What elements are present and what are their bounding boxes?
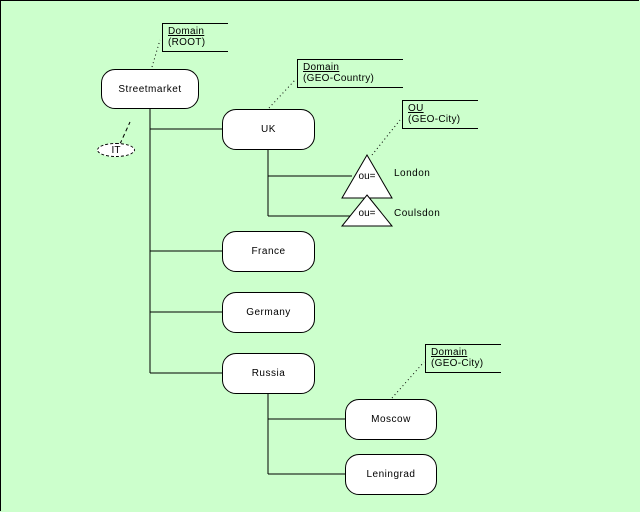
node-russia[interactable]: Russia (222, 353, 315, 394)
it-ellipse[interactable]: IT (97, 143, 135, 157)
label-london[interactable]: London (394, 168, 431, 179)
node-uk[interactable]: UK (222, 109, 315, 150)
russia-domain-note: Domain (GEO-City) (425, 344, 501, 373)
node-france[interactable]: France (222, 231, 315, 272)
node-germany[interactable]: Germany (222, 292, 315, 333)
ou-triangle-coulsdon (340, 194, 394, 227)
ou-symbol-coulsdon: ou= (358, 208, 376, 219)
node-leningrad[interactable]: Leningrad (345, 454, 437, 495)
label-coulsdon[interactable]: Coulsdon (394, 208, 441, 219)
node-moscow[interactable]: Moscow (345, 399, 437, 440)
uk-ou-note: OU (GEO-City) (402, 100, 478, 129)
uk-domain-note: Domain (GEO-Country) (297, 59, 403, 88)
root-domain-note: Domain (ROOT) (162, 23, 228, 52)
node-streetmarket[interactable]: Streetmarket (101, 69, 199, 109)
ou-symbol-london: ou= (358, 171, 376, 182)
